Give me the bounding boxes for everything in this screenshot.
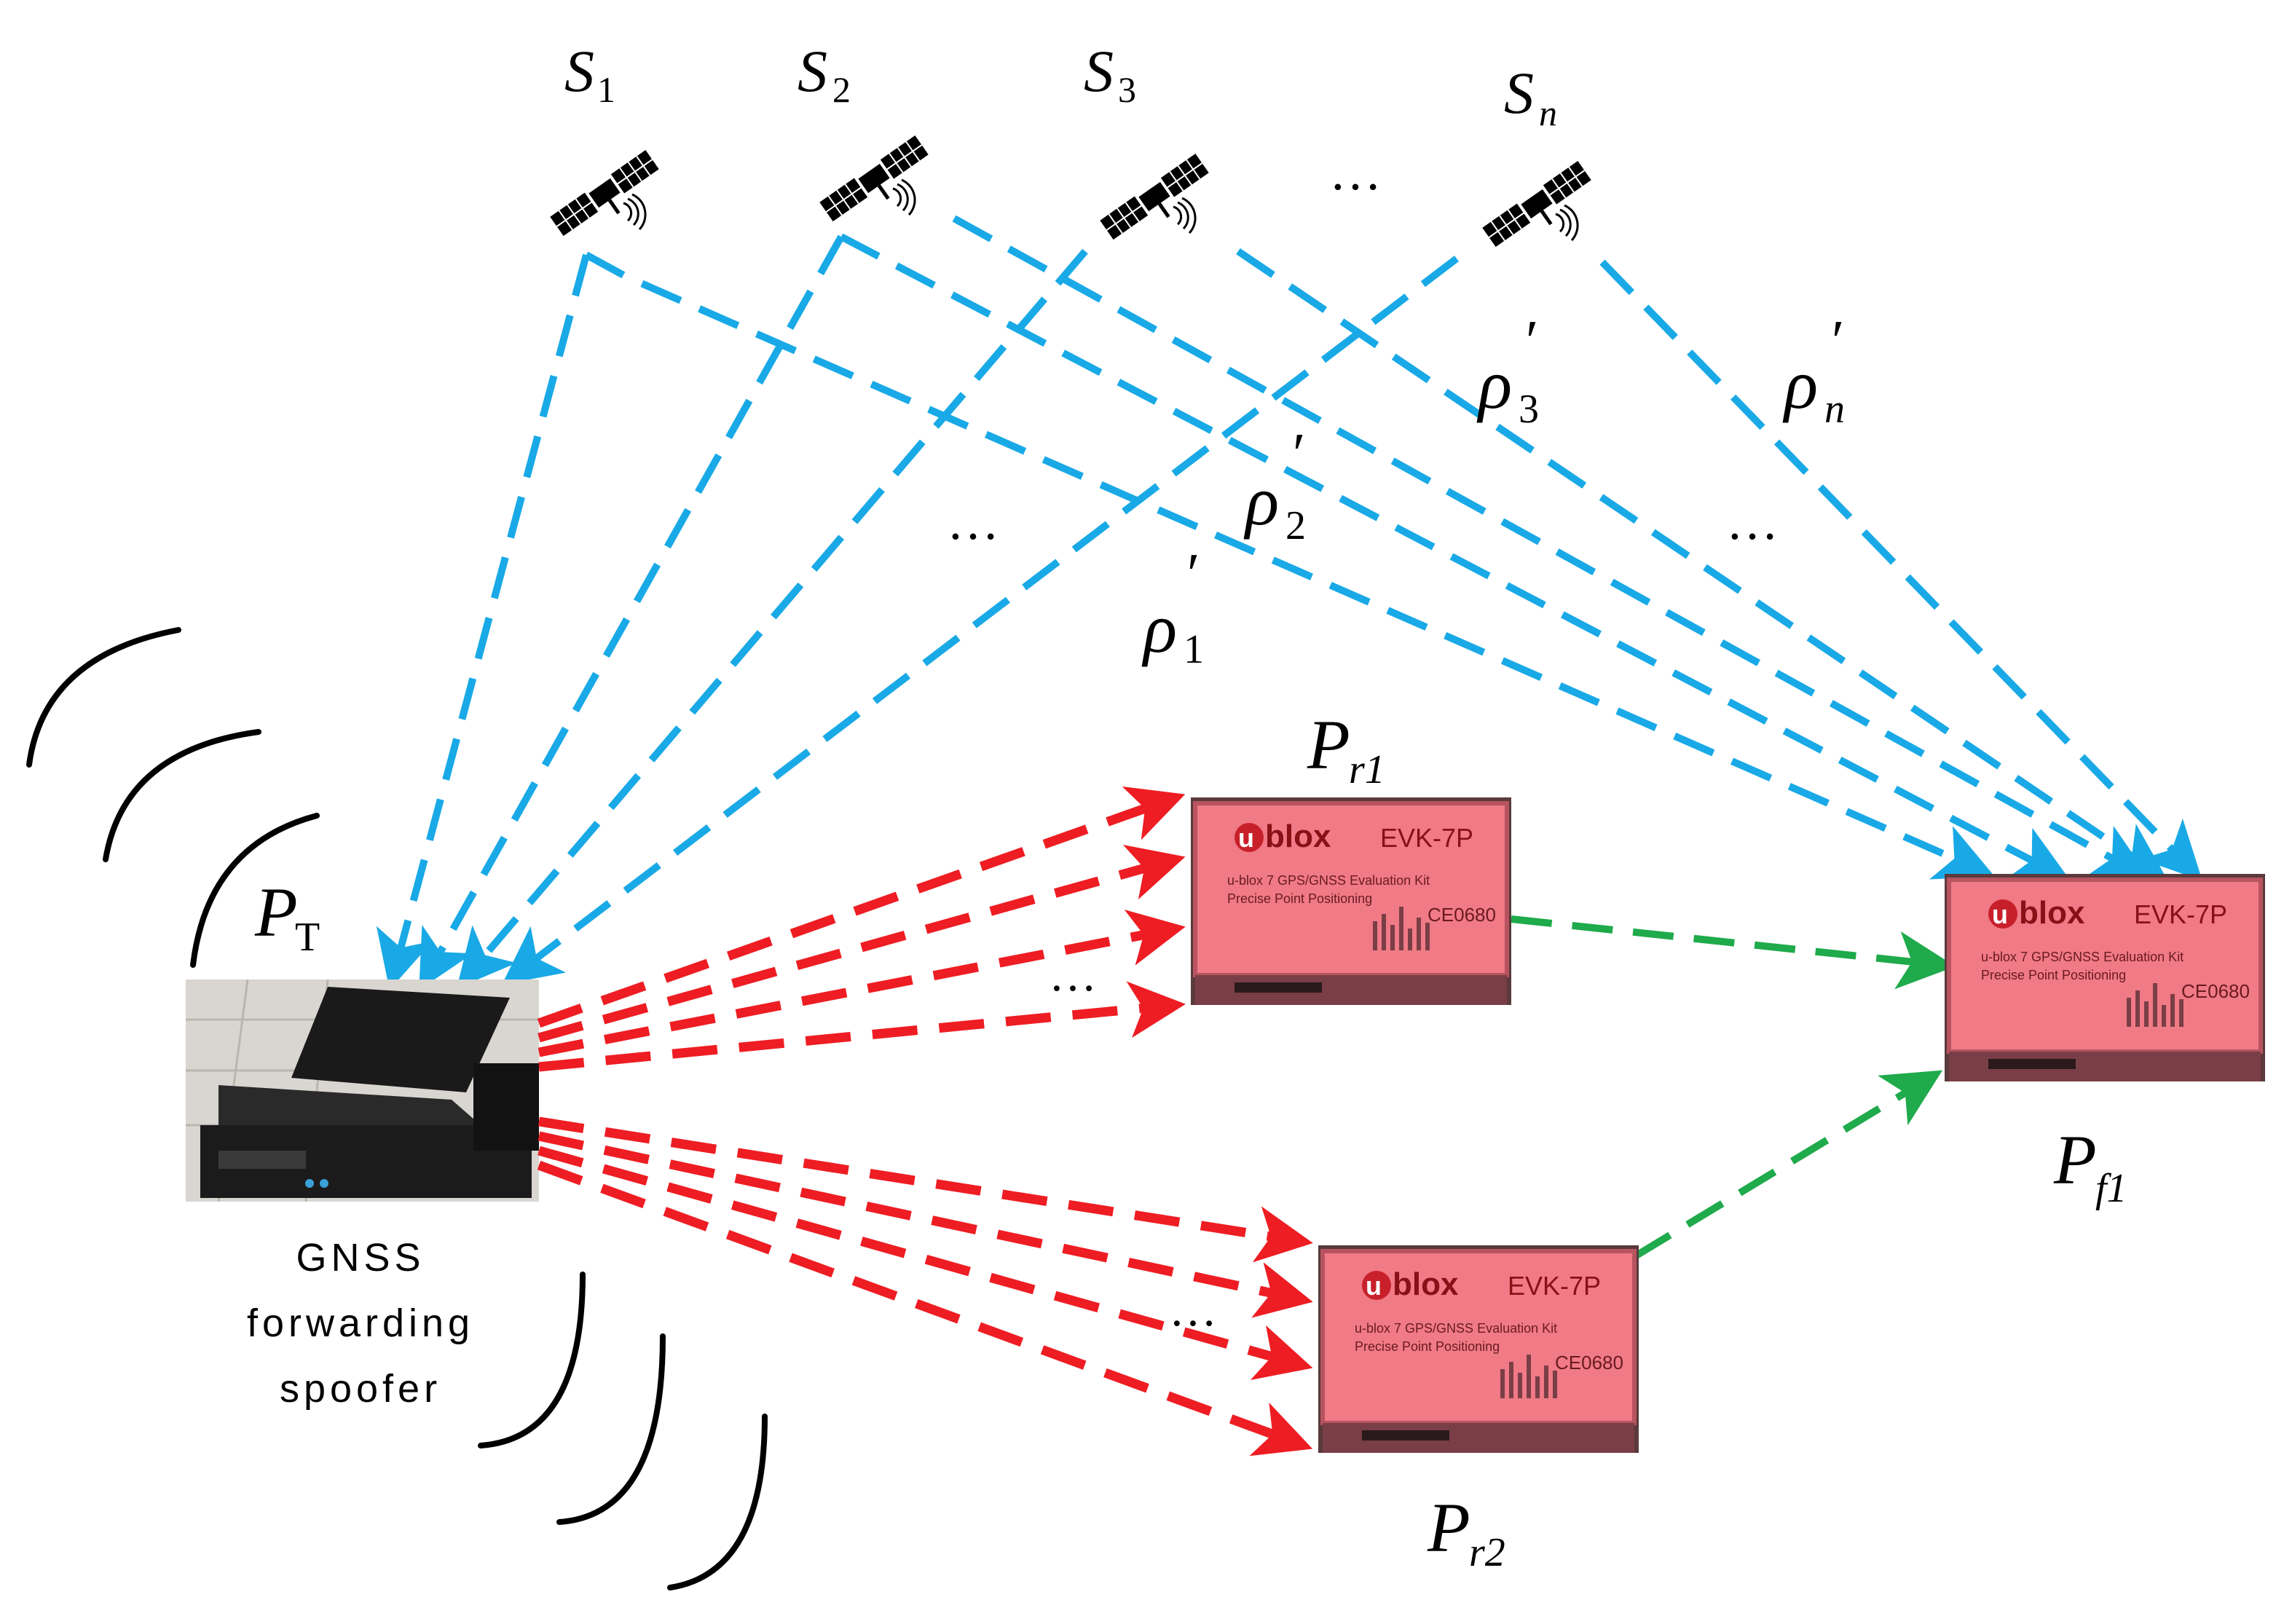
- svg-text:ρ: ρ: [1141, 589, 1177, 667]
- pseudorange-rho2: ρ 2 ′: [1243, 422, 1306, 548]
- laptop-screen: [291, 987, 510, 1092]
- pseudorange-rhon: ρ n ′: [1782, 310, 1845, 432]
- receiver-pr2: blox u EVK-7P u-blox 7 GPS/GNSS Evaluati…: [1318, 1245, 1639, 1575]
- satellite-s1: S 1: [550, 38, 666, 247]
- relay-links: [1511, 915, 1956, 1260]
- svg-text:u-blox 7 GPS/GNSS Evaluation K: u-blox 7 GPS/GNSS Evaluation Kit: [1355, 1321, 1557, 1336]
- spoofed-signals-to-pr2: [537, 1116, 1313, 1457]
- svg-text:r2: r2: [1469, 1530, 1505, 1575]
- spoofed-signals-to-pr1: [537, 786, 1186, 1072]
- satellite-icon: [1100, 154, 1216, 251]
- satellite-icon: [1482, 161, 1599, 258]
- signals-ellipsis-left: …: [947, 492, 999, 551]
- svg-text:n: n: [1824, 387, 1845, 432]
- svg-text:P: P: [254, 873, 298, 951]
- satellites-ellipsis: …: [1329, 143, 1382, 201]
- svg-text:forwarding: forwarding: [247, 1301, 474, 1345]
- receiver-pf1: blox u EVK-7P u-blox 7 GPS/GNSS Evaluati…: [1945, 874, 2265, 1211]
- satellite-sn: S n: [1482, 60, 1599, 258]
- svg-text:S: S: [798, 38, 827, 104]
- svg-text:Precise Point Positioning: Precise Point Positioning: [1981, 968, 2126, 982]
- svg-text:ρ: ρ: [1243, 462, 1279, 540]
- satellite-s3: S 3: [1084, 38, 1216, 251]
- svg-text:Precise Point Positioning: Precise Point Positioning: [1355, 1339, 1500, 1354]
- satellite-s2: S 2: [798, 38, 936, 232]
- svg-text:T: T: [295, 915, 320, 960]
- svg-text:P: P: [2053, 1121, 2097, 1199]
- svg-text:S: S: [1504, 60, 1534, 126]
- svg-text:u: u: [1238, 823, 1254, 853]
- svg-text:CE0680: CE0680: [1555, 1352, 1623, 1373]
- svg-text:blox: blox: [1265, 819, 1331, 854]
- svg-text:S: S: [564, 38, 594, 104]
- broadcast-waves-upper: [26, 627, 320, 968]
- pseudorange-rho1: ρ 1 ′: [1141, 543, 1204, 672]
- satellite-to-receiver-signals: [584, 215, 2202, 881]
- broadcast-waves-lower: [478, 1272, 768, 1591]
- svg-text:′: ′: [1828, 310, 1842, 374]
- laptop-keyboard: [218, 1085, 481, 1125]
- svg-text:blox: blox: [1393, 1266, 1459, 1302]
- spoofed-pr2-ellipsis: …: [1169, 1283, 1217, 1336]
- spoofer-device: [186, 979, 539, 1202]
- satellite-to-spoofer-signals: [376, 234, 1460, 990]
- svg-text:u-blox 7 GPS/GNSS Evaluation K: u-blox 7 GPS/GNSS Evaluation Kit: [1227, 873, 1430, 888]
- svg-text:2: 2: [1285, 503, 1306, 548]
- svg-text:′: ′: [1184, 543, 1197, 607]
- svg-text:S: S: [1084, 38, 1114, 104]
- svg-text:P: P: [1427, 1489, 1470, 1566]
- svg-text:spoofer: spoofer: [280, 1367, 441, 1411]
- svg-text:u-blox 7 GPS/GNSS Evaluation K: u-blox 7 GPS/GNSS Evaluation Kit: [1981, 950, 2184, 964]
- svg-text:r1: r1: [1349, 747, 1385, 792]
- svg-text:EVK-7P: EVK-7P: [2134, 899, 2227, 929]
- svg-text:Precise Point Positioning: Precise Point Positioning: [1227, 891, 1372, 906]
- svg-text:u: u: [1992, 899, 2008, 929]
- spoofed-pr1-ellipsis: …: [1049, 948, 1097, 1001]
- svg-text:EVK-7P: EVK-7P: [1508, 1271, 1601, 1301]
- svg-text:blox: blox: [2019, 895, 2085, 931]
- signals-ellipsis-right: …: [1726, 492, 1779, 551]
- svg-text:3: 3: [1519, 387, 1539, 432]
- pseudorange-rho3: ρ 3 ′: [1476, 310, 1539, 432]
- svg-text:P: P: [1307, 706, 1350, 784]
- svg-text:1: 1: [597, 69, 615, 110]
- svg-text:f1: f1: [2095, 1166, 2127, 1211]
- satellite-icon: [550, 150, 666, 247]
- svg-text:CE0680: CE0680: [2181, 980, 2250, 1002]
- spoofer-caption: GNSS forwarding spoofer: [247, 1236, 474, 1411]
- svg-text:CE0680: CE0680: [1428, 904, 1496, 926]
- svg-text:ρ: ρ: [1476, 345, 1512, 423]
- svg-text:u: u: [1366, 1271, 1382, 1301]
- satellite-icon: [819, 135, 936, 232]
- svg-text:3: 3: [1118, 69, 1136, 110]
- svg-text:GNSS: GNSS: [296, 1236, 425, 1280]
- spoofer-label: P T: [254, 873, 320, 960]
- svg-text:′: ′: [1522, 310, 1536, 374]
- svg-text:1: 1: [1184, 627, 1204, 672]
- svg-text:EVK-7P: EVK-7P: [1380, 823, 1473, 853]
- receiver-pr1: blox u EVK-7P u-blox 7 GPS/GNSS Evaluati…: [1191, 706, 1511, 1005]
- svg-text:n: n: [1539, 92, 1557, 133]
- svg-text:ρ: ρ: [1782, 345, 1818, 423]
- svg-text:2: 2: [832, 69, 851, 110]
- svg-text:′: ′: [1289, 422, 1303, 486]
